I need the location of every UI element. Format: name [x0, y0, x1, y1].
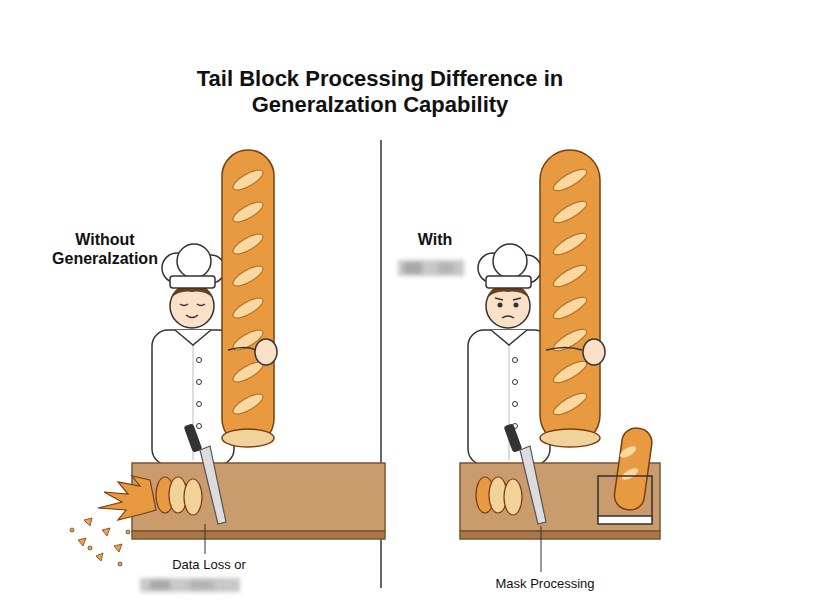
blurred-text — [398, 260, 464, 276]
left-knife — [184, 423, 226, 524]
left-board — [132, 463, 385, 539]
right-knife — [504, 423, 546, 524]
left-slices — [70, 476, 202, 566]
right-chef — [468, 244, 550, 465]
blurred-text — [140, 578, 240, 592]
right-baguette — [540, 150, 605, 447]
right-slices — [476, 477, 522, 515]
left-baguette — [222, 150, 277, 447]
side-heading: Without Generalzation — [40, 230, 170, 268]
leader-line — [541, 526, 542, 572]
mask-box — [598, 426, 654, 524]
diagram-title: Tail Block Processing Difference in Gene… — [150, 66, 610, 119]
callout-label: Data Loss or — [148, 557, 270, 573]
leader-line — [205, 524, 206, 554]
callout-label: Mask Processing — [478, 576, 612, 592]
side-heading: With — [405, 230, 465, 249]
